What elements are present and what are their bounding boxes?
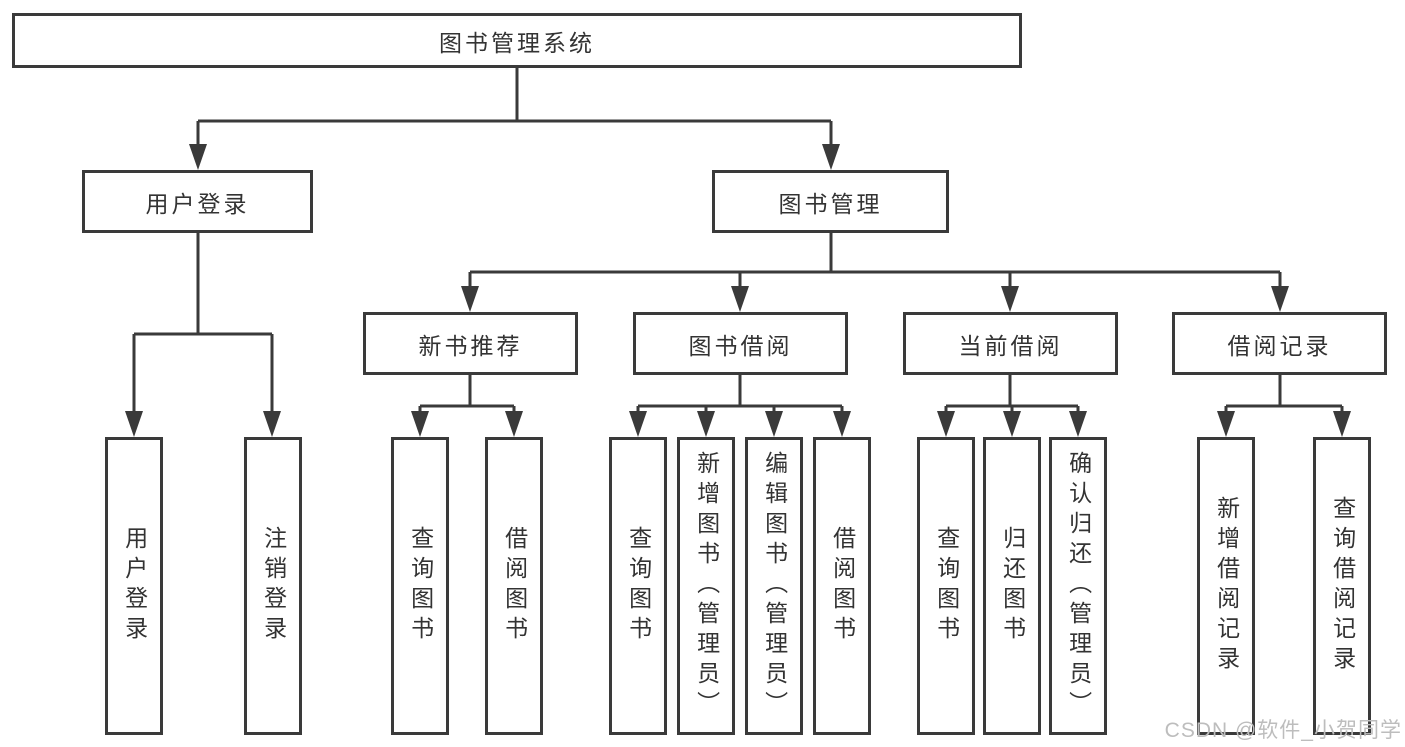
leaf-add-book-admin: 新增图书（管理员） [677,437,735,735]
node-user-login: 用户登录 [82,170,313,233]
node-new-book-recommendation-label: 新书推荐 [418,332,523,359]
leaf-query-books-current-label: 查询图书 [933,526,960,646]
leaf-confirm-return-admin-label: 确认归还（管理员） [1065,451,1092,721]
node-current-borrowing-label: 当前借阅 [958,332,1063,359]
csdn-watermark: CSDN @软件_小贺同学 [1164,719,1402,742]
leaf-borrow-books-recommend: 借阅图书 [485,437,543,735]
leaf-edit-book-admin: 编辑图书（管理员） [745,437,803,735]
leaf-query-books-recommend: 查询图书 [391,437,449,735]
leaf-logout-label: 注销登录 [260,526,287,646]
arrowhead-icons [125,144,1351,437]
node-book-borrowing: 图书借阅 [633,312,848,375]
leaf-add-book-admin-label: 新增图书（管理员） [693,451,720,721]
node-current-borrowing: 当前借阅 [903,312,1118,375]
node-book-borrowing-label: 图书借阅 [688,332,793,359]
node-user-login-label: 用户登录 [145,190,250,217]
leaf-return-books-label: 归还图书 [999,526,1026,646]
leaf-return-books: 归还图书 [983,437,1041,735]
leaf-query-borrow-record-label: 查询借阅记录 [1329,496,1356,676]
leaf-borrow-books: 借阅图书 [813,437,871,735]
leaf-query-books-recommend-label: 查询图书 [407,526,434,646]
leaf-logout: 注销登录 [244,437,302,735]
leaf-user-login-label: 用户登录 [121,526,148,646]
leaf-query-borrow-record: 查询借阅记录 [1313,437,1371,735]
node-root-label: 图书管理系统 [439,29,595,56]
leaf-user-login: 用户登录 [105,437,163,735]
leaf-confirm-return-admin: 确认归还（管理员） [1049,437,1107,735]
node-new-book-recommendation: 新书推荐 [363,312,578,375]
leaf-add-borrow-record-label: 新增借阅记录 [1213,496,1240,676]
node-book-management: 图书管理 [712,170,949,233]
leaf-add-borrow-record: 新增借阅记录 [1197,437,1255,735]
node-book-management-label: 图书管理 [778,190,883,217]
leaf-query-books-borrowing: 查询图书 [609,437,667,735]
node-borrowing-records: 借阅记录 [1172,312,1387,375]
leaf-query-books-borrowing-label: 查询图书 [625,526,652,646]
leaf-query-books-current: 查询图书 [917,437,975,735]
node-root: 图书管理系统 [12,13,1022,68]
node-borrowing-records-label: 借阅记录 [1227,332,1332,359]
leaf-edit-book-admin-label: 编辑图书（管理员） [761,451,788,721]
leaf-borrow-books-recommend-label: 借阅图书 [501,526,528,646]
leaf-borrow-books-label: 借阅图书 [829,526,856,646]
